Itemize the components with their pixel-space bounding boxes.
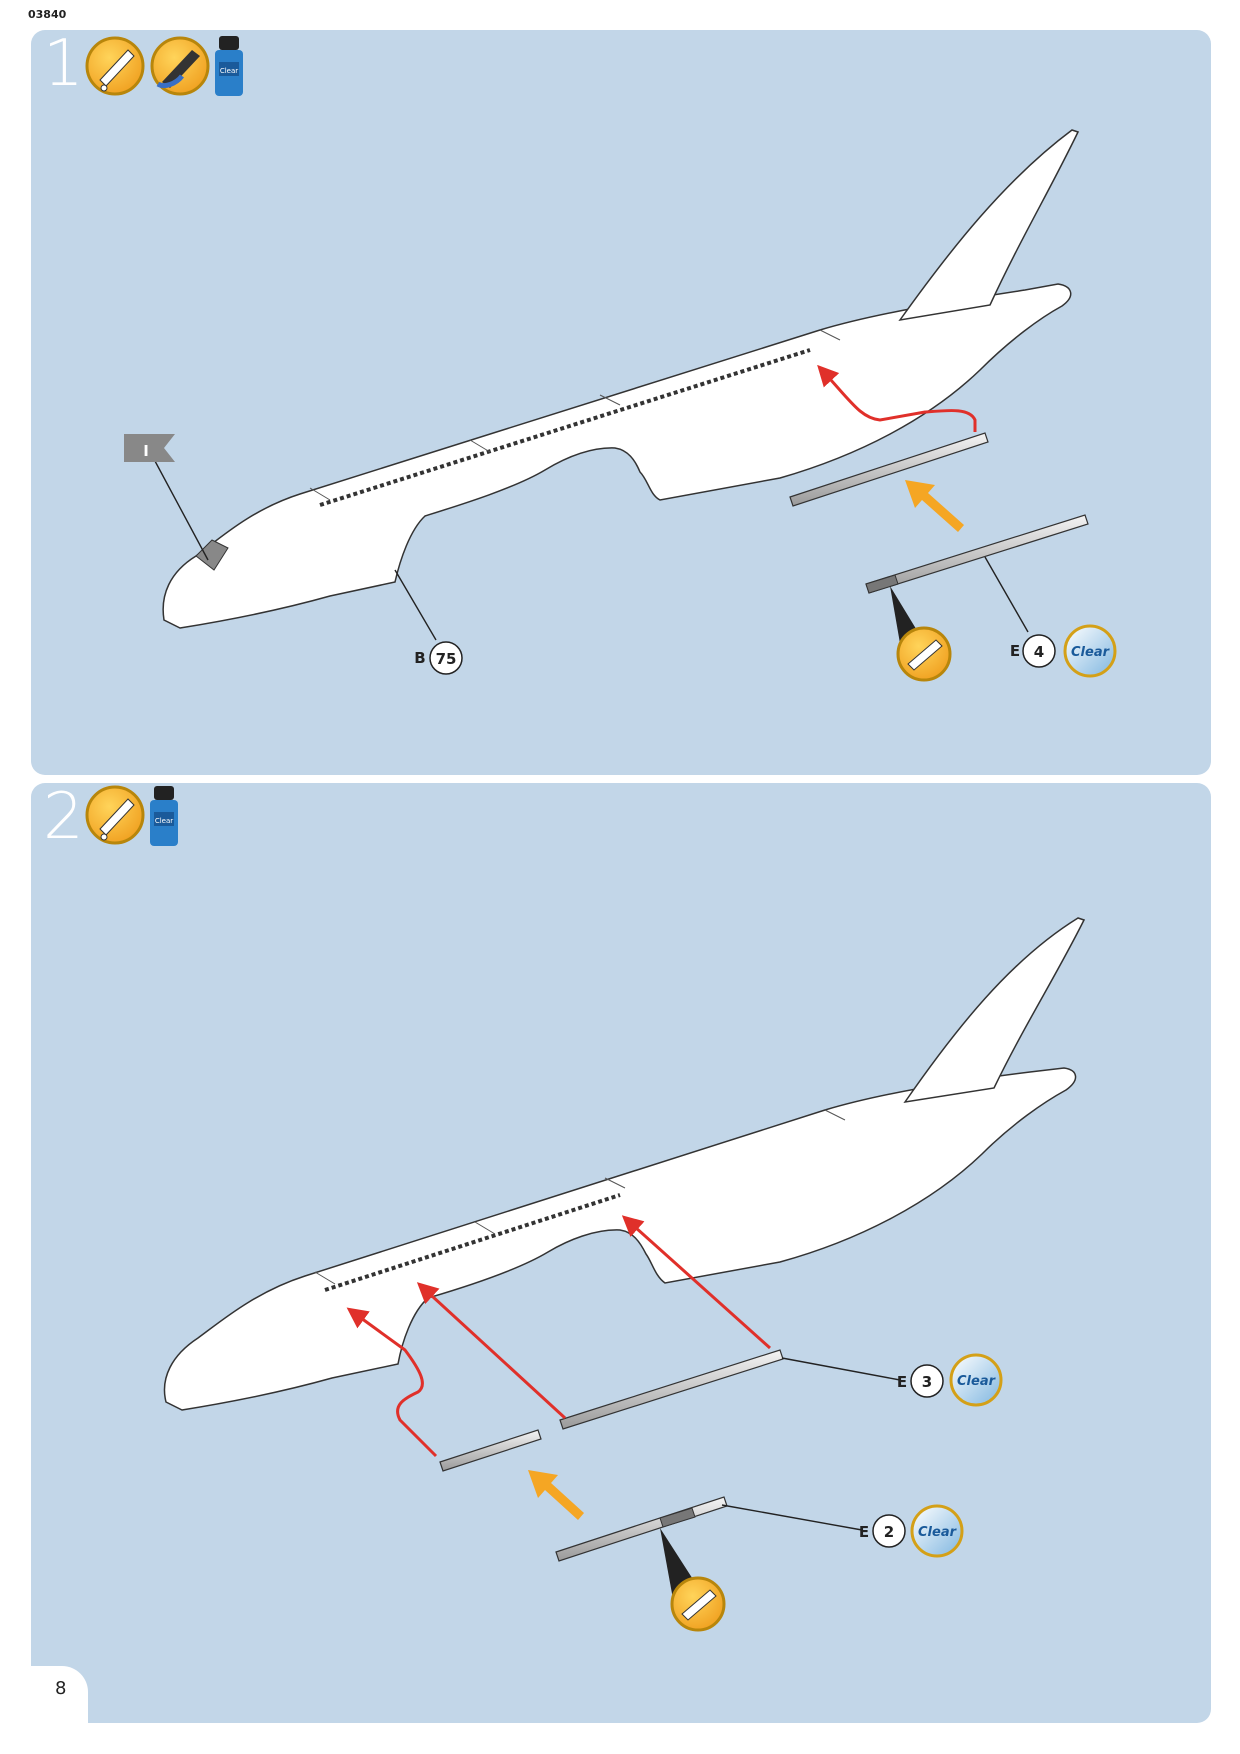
window-strip-middle	[559, 1349, 784, 1430]
window-strip-front	[439, 1429, 542, 1472]
paint-brush-icon	[150, 36, 210, 96]
svg-text:Clear: Clear	[957, 1374, 997, 1389]
leader-line	[147, 447, 209, 561]
part-label-e2: E 2	[859, 1514, 906, 1548]
document-id: 03840	[28, 8, 67, 21]
svg-text:Clear: Clear	[1071, 645, 1111, 660]
svg-text:Clear: Clear	[220, 67, 238, 75]
clear-glue-bottle-icon: Clear	[150, 786, 178, 846]
part-label-b75: B 75	[414, 641, 463, 675]
orange-arrow	[905, 480, 964, 532]
clear-badge: Clear	[949, 1353, 1003, 1407]
clear-badge: Clear	[1063, 624, 1117, 678]
leader-line	[721, 1504, 863, 1531]
svg-text:Clear: Clear	[155, 817, 173, 825]
step-number: 2	[43, 780, 84, 854]
orange-arrow	[528, 1470, 584, 1520]
svg-text:4: 4	[1034, 643, 1044, 661]
fuselage-part	[162, 129, 1080, 629]
cutter-icon	[890, 586, 952, 682]
leader-line	[984, 556, 1029, 633]
glue-icon	[85, 36, 145, 96]
svg-text:E: E	[897, 1373, 907, 1391]
svg-text:2: 2	[884, 1523, 894, 1541]
step-2-panel: 2	[31, 783, 1211, 1723]
page-number-tab	[0, 1666, 88, 1754]
assembly-arrow	[346, 1307, 438, 1458]
cutter-icon	[660, 1528, 726, 1632]
assembly-arrow	[817, 364, 977, 432]
window-strip-lower	[865, 514, 1089, 594]
window-strip-lower	[555, 1496, 728, 1562]
svg-text:E: E	[859, 1523, 869, 1541]
leader-line	[781, 1357, 901, 1381]
leader-line	[394, 569, 437, 641]
svg-text:Clear: Clear	[918, 1525, 958, 1540]
clear-badge: Clear	[910, 1504, 964, 1558]
fuselage-part	[163, 917, 1086, 1411]
window-strip-upper	[789, 432, 989, 507]
assembly-arrow	[621, 1215, 772, 1350]
svg-text:E: E	[1010, 642, 1020, 660]
part-label-e3: E 3	[897, 1364, 944, 1398]
svg-text:B: B	[414, 649, 425, 667]
part-label-e4: E 4	[1010, 634, 1056, 668]
svg-text:I: I	[143, 442, 149, 460]
svg-text:75: 75	[436, 650, 457, 668]
step-number: 1	[43, 27, 84, 101]
flag-callout-icon: I	[124, 434, 175, 462]
page-number: 8	[55, 1678, 67, 1699]
assembly-arrow	[416, 1282, 567, 1420]
glue-icon	[85, 785, 145, 845]
svg-text:3: 3	[922, 1373, 932, 1391]
clear-glue-bottle-icon: Clear	[215, 36, 243, 96]
